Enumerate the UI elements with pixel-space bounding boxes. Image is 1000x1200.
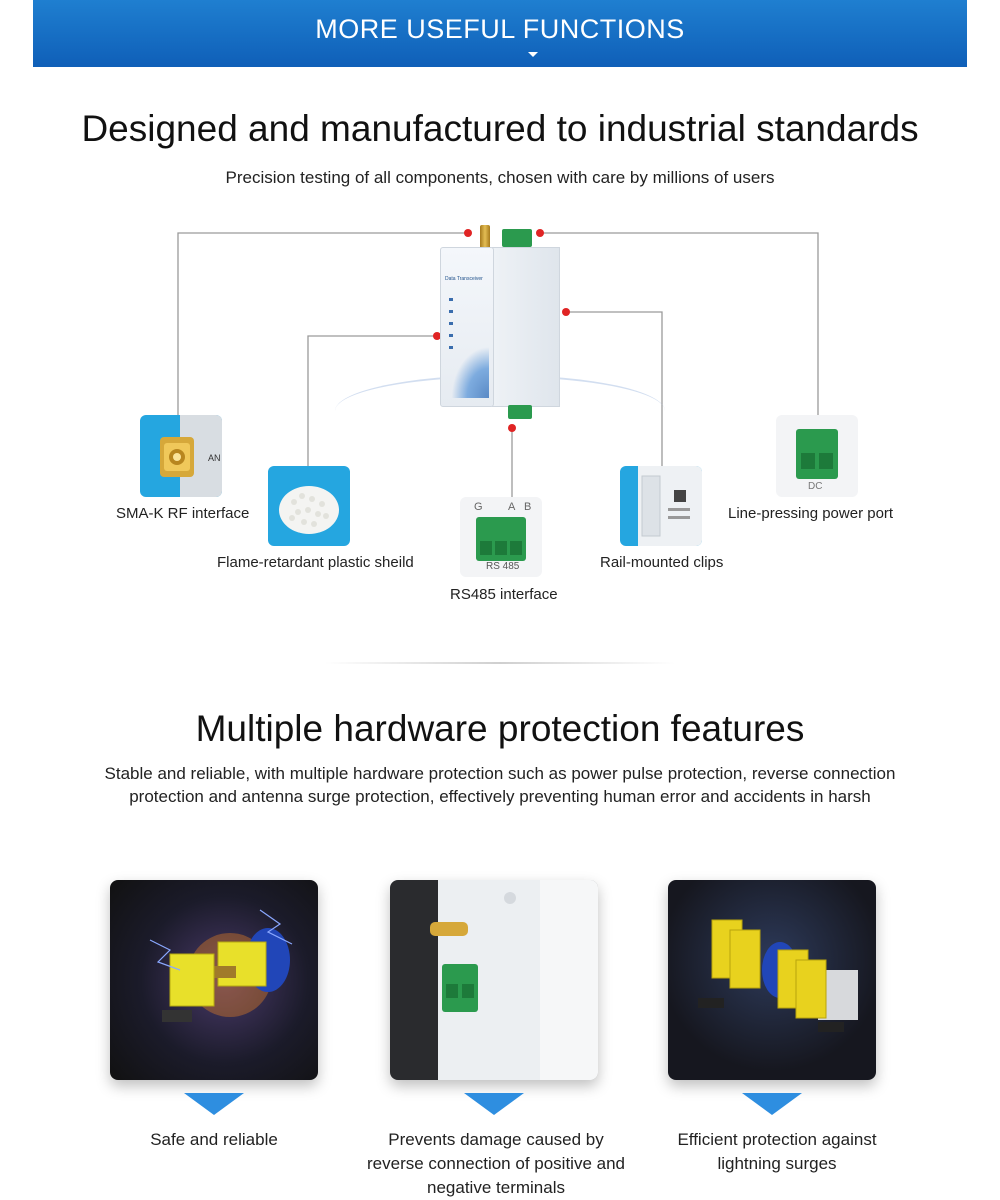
plastic-pellets-icon <box>279 486 339 534</box>
section-divider <box>325 662 675 664</box>
power-tile: DC <box>776 415 858 497</box>
power-terminal-icon <box>796 429 838 479</box>
shield-tile <box>268 466 350 546</box>
protection-image-2 <box>390 880 598 1080</box>
section2-description: Stable and reliable, with multiple hardw… <box>104 764 896 806</box>
rs485-pin-g: G <box>474 501 483 513</box>
banner-title: MORE USEFUL FUNCTIONS <box>315 14 685 44</box>
caption-3: Efficient protection against lightning s… <box>677 1130 877 1173</box>
led-icon <box>449 322 453 325</box>
callout-dot <box>562 308 570 316</box>
device-front: Data Transceiver <box>440 247 494 407</box>
caret-down-icon <box>528 52 538 57</box>
antenna-icon <box>480 225 490 249</box>
arrow-down-icon <box>742 1093 802 1115</box>
top-banner: MORE USEFUL FUNCTIONS <box>33 0 967 67</box>
arrow-down-icon <box>184 1093 244 1115</box>
device-label: Data Transceiver <box>445 276 483 282</box>
label-rail: Rail-mounted clips <box>600 554 724 571</box>
component-surge-icon <box>149 909 293 1022</box>
label-rs485: RS485 interface <box>450 586 558 603</box>
callout-dot <box>464 229 472 237</box>
rs485-pin-b: B <box>524 501 532 513</box>
rail-tile <box>620 466 702 546</box>
wave-graphic <box>445 338 489 398</box>
callout-line-shield <box>307 335 437 466</box>
terminal-block-icon <box>508 405 532 419</box>
caption-2: Prevents damage caused by reverse connec… <box>367 1130 625 1197</box>
section2-heading: Multiple hardware protection features <box>195 708 805 749</box>
callout-line-sma <box>177 232 468 418</box>
rs485-pin-a: A <box>508 501 516 513</box>
rs485-tag: RS 485 <box>486 561 520 572</box>
surge-components-icon <box>698 919 858 1032</box>
rs485-terminal-icon <box>476 517 526 561</box>
rail-clip-icon <box>638 466 702 546</box>
led-icon <box>449 298 453 301</box>
terminal-block-icon <box>502 229 532 247</box>
device-image: Data Transceiver <box>440 225 560 419</box>
device-side <box>492 247 560 407</box>
label-sma: SMA-K RF interface <box>116 505 250 522</box>
section1-subheading: Precision testing of all components, cho… <box>225 168 775 187</box>
led-icon <box>449 310 453 313</box>
device-terminal-closeup-icon <box>430 880 598 1080</box>
rs485-tile: G A B RS 485 <box>460 497 542 577</box>
sma-tag: AN <box>208 453 221 463</box>
callout-line-power <box>540 232 819 415</box>
led-icon <box>449 334 453 337</box>
callout-dot <box>433 332 441 340</box>
arrow-down-icon <box>464 1093 524 1115</box>
label-power: Line-pressing power port <box>728 505 894 522</box>
protection-image-3 <box>668 880 876 1080</box>
sma-connector-icon <box>160 415 222 497</box>
section1-heading: Designed and manufactured to industrial … <box>81 108 919 149</box>
label-shield: Flame-retardant plastic sheild <box>217 554 414 571</box>
power-tag: DC <box>808 481 823 492</box>
caption-1: Safe and reliable <box>150 1130 278 1149</box>
sma-tile: AN <box>140 415 222 497</box>
callout-dot <box>536 229 544 237</box>
protection-image-1 <box>110 880 318 1080</box>
